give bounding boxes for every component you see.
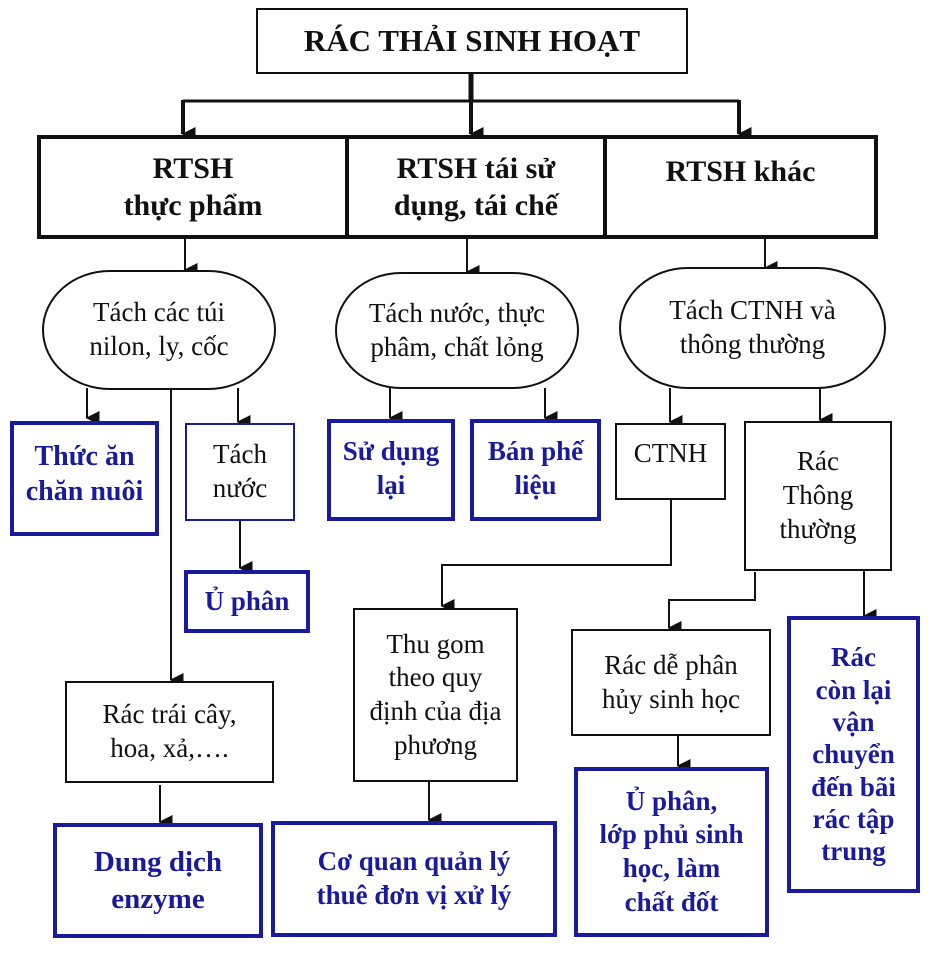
sell-scrap-node: Bán phế liệu: [470, 419, 601, 521]
separation-other: Tách CTNH và thông thường: [619, 267, 886, 389]
arrow-hazardous-to-collection: [440, 498, 672, 613]
remaining-landfill-line: rác tập: [812, 804, 895, 835]
fruit-waste-node: Rác trái cây, hoa, xả,….: [65, 681, 274, 783]
biodegradable-line: Rác dễ phân: [604, 649, 738, 680]
hazardous-waste-line: CTNH: [633, 438, 708, 468]
reuse-node: Sử dụng lại: [327, 419, 455, 521]
separation-recycle-line: Tách nước, thực: [368, 297, 546, 328]
water-separation-node: Tách nước: [185, 423, 295, 521]
reuse-line: lại: [376, 469, 406, 500]
remaining-landfill-line: trung: [821, 836, 886, 867]
animal-feed-node: Thức ăn chăn nuôi: [10, 421, 159, 536]
remaining-landfill-line: còn lại: [815, 674, 892, 705]
fruit-waste-line: hoa, xả,….: [110, 733, 229, 763]
water-separation-line: Tách: [213, 439, 267, 470]
category-recycle: RTSH tái sử dụng, tái chế: [345, 135, 607, 239]
compost-cover-fuel-node: Ủ phân, lớp phủ sinh học, làm chất đốt: [574, 767, 769, 937]
authority-contract-line: thuê đơn vị xử lý: [316, 880, 512, 910]
compost-cover-fuel-line: chất đốt: [624, 886, 719, 917]
category-food: RTSH thực phẩm: [37, 135, 349, 239]
animal-feed-line: Thức ăn: [34, 441, 135, 472]
remaining-landfill-line: Rác: [831, 642, 876, 673]
category-other: RTSH khác: [603, 135, 878, 239]
enzyme-solution-line: Dung dịch: [93, 846, 223, 879]
remaining-landfill-node: Rác còn lại vận chuyển đến bãi rác tập t…: [787, 616, 920, 893]
reuse-line: Sử dụng: [342, 436, 440, 466]
composting-node: Ủ phân: [184, 570, 310, 633]
remaining-landfill-line: chuyển: [812, 739, 895, 770]
separation-other-line: Tách CTNH và: [669, 295, 836, 326]
compost-cover-fuel-line: học, làm: [622, 853, 721, 883]
separation-other-line: thông thường: [679, 329, 826, 359]
water-separation-line: nước: [212, 473, 268, 503]
separation-food-line: nilon, ly, cốc: [89, 331, 229, 361]
local-collection-line: theo quy: [388, 662, 483, 693]
normal-waste-line: Rác: [797, 446, 839, 477]
local-collection-line: Thu gom: [386, 628, 485, 659]
compost-cover-fuel-line: lớp phủ sinh: [599, 819, 744, 850]
separation-food: Tách các túi nilon, ly, cốc: [42, 270, 276, 390]
compost-cover-fuel-line: Ủ phân,: [625, 785, 718, 816]
category-food-line: thực phẩm: [123, 189, 263, 222]
separation-recycle-line: phâm, chất lỏng: [370, 331, 544, 362]
separation-recycle: Tách nước, thực phâm, chất lỏng: [335, 272, 579, 389]
enzyme-solution-line: enzyme: [111, 882, 205, 915]
local-collection-line: phương: [394, 729, 477, 760]
category-other-line: RTSH khác: [665, 155, 816, 188]
local-collection-node: Thu gom theo quy định của địa phương: [353, 608, 518, 782]
biodegradable-line: hủy sinh học: [602, 683, 740, 714]
sell-scrap-line: liệu: [514, 469, 557, 500]
remaining-landfill-line: đến bãi: [811, 771, 896, 802]
normal-waste-node: Rác Thông thường: [744, 421, 892, 571]
arrow-normal-to-biodegradable: [667, 572, 756, 635]
sell-scrap-line: Bán phế: [487, 436, 584, 466]
category-recycle-line: RTSH tái sử: [396, 151, 556, 185]
animal-feed-line: chăn nuôi: [25, 476, 144, 507]
authority-contract-node: Cơ quan quản lý thuê đơn vị xử lý: [271, 821, 557, 937]
enzyme-solution-node: Dung dịch enzyme: [53, 823, 263, 938]
root-node: RÁC THẢI SINH HOẠT: [256, 8, 688, 74]
biodegradable-node: Rác dễ phân hủy sinh học: [571, 629, 771, 736]
authority-contract-line: Cơ quan quản lý: [317, 846, 511, 877]
category-food-line: RTSH: [152, 151, 234, 185]
remaining-landfill-line: vận: [832, 706, 875, 737]
composting-line: Ủ phân: [204, 585, 290, 616]
hazardous-waste-node: CTNH: [615, 423, 726, 500]
fruit-waste-line: Rác trái cây,: [102, 699, 237, 730]
separation-food-line: Tách các túi: [93, 297, 225, 328]
local-collection-line: định của địa: [369, 696, 502, 726]
normal-waste-line: thường: [779, 513, 857, 544]
root-title: RÁC THẢI SINH HOẠT: [303, 22, 641, 58]
category-recycle-line: dụng, tái chế: [393, 189, 559, 222]
normal-waste-line: Thông: [782, 480, 854, 511]
